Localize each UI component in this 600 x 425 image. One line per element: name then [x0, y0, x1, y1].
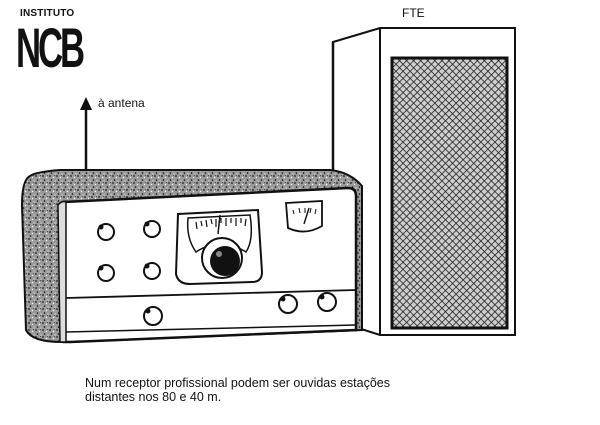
antenna-label: à antena [98, 96, 145, 110]
caption-line-2: distantes nos 80 e 40 m. [85, 390, 222, 404]
dial-scale-ticks [195, 214, 247, 235]
caption: Num receptor profissional podem ser ouvi… [85, 376, 390, 404]
speaker-label: FTE [402, 6, 425, 20]
antenna-arrow [80, 97, 92, 170]
radio-receiver [20, 169, 363, 344]
speaker-box [331, 27, 516, 336]
speaker-grille [390, 56, 509, 330]
logo-main-text: NCB [16, 16, 85, 79]
institute-logo: INSTITUTO NCB [14, 8, 96, 86]
tuning-knob [210, 246, 240, 276]
signal-meter [285, 200, 323, 233]
caption-line-1: Num receptor profissional podem ser ouvi… [85, 376, 391, 390]
logo-top-text: INSTITUTO [20, 8, 75, 19]
